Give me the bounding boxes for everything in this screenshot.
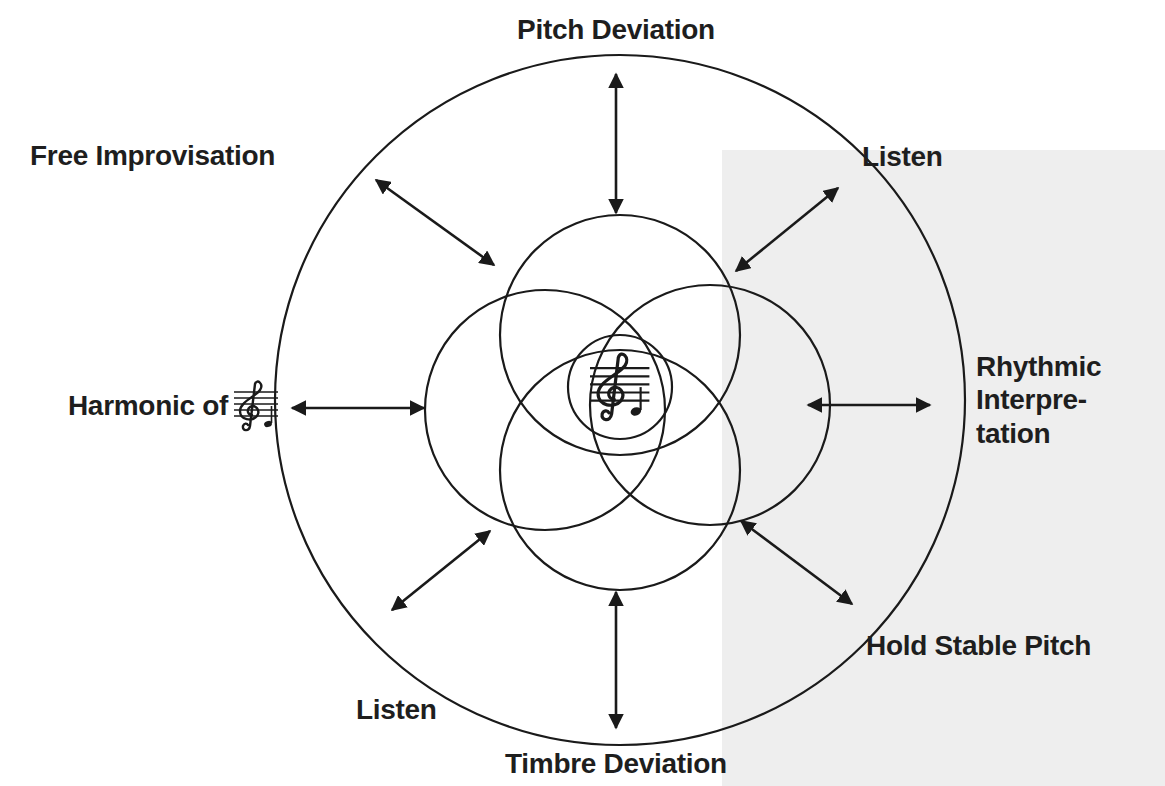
- arrow: [741, 521, 852, 604]
- arrow: [615, 592, 618, 728]
- arrow: [808, 404, 930, 407]
- label-holder: Timbre Deviation: [505, 747, 727, 781]
- right-circle: [590, 285, 830, 525]
- annotation-label: Free Improvisation: [30, 139, 275, 173]
- arrow: [392, 531, 490, 610]
- label-holder: Pitch Deviation: [517, 13, 715, 47]
- annotation-label: Listen: [356, 693, 437, 727]
- annotation-label: Harmonic of: [68, 389, 228, 423]
- label-holder: Listen: [862, 140, 943, 174]
- arrow: [615, 74, 618, 213]
- center-circle: [568, 335, 672, 439]
- background-photo-panel: [722, 150, 1165, 786]
- annotation-label: Rhythmic Interpre- tation: [976, 350, 1108, 451]
- arrow: [736, 188, 838, 271]
- annotation-label: Timbre Deviation: [505, 747, 727, 781]
- clef-icon: [590, 354, 649, 420]
- label-holder: Harmonic of: [68, 389, 228, 423]
- label-holder: Listen: [356, 693, 437, 727]
- clef-icon: [234, 382, 278, 431]
- arrow: [376, 180, 494, 265]
- annotation-label: Listen: [862, 140, 943, 174]
- top-circle: [500, 215, 740, 455]
- arrow: [292, 407, 424, 410]
- annotation-label: Pitch Deviation: [517, 13, 715, 47]
- annotation-label: Hold Stable Pitch: [866, 629, 1091, 663]
- label-holder: Rhythmic Interpre- tation: [976, 350, 1108, 451]
- outer-circle: [275, 55, 965, 745]
- label-holder: Hold Stable Pitch: [866, 629, 1091, 663]
- label-holder: Free Improvisation: [30, 139, 275, 173]
- bottom-circle: [500, 350, 740, 590]
